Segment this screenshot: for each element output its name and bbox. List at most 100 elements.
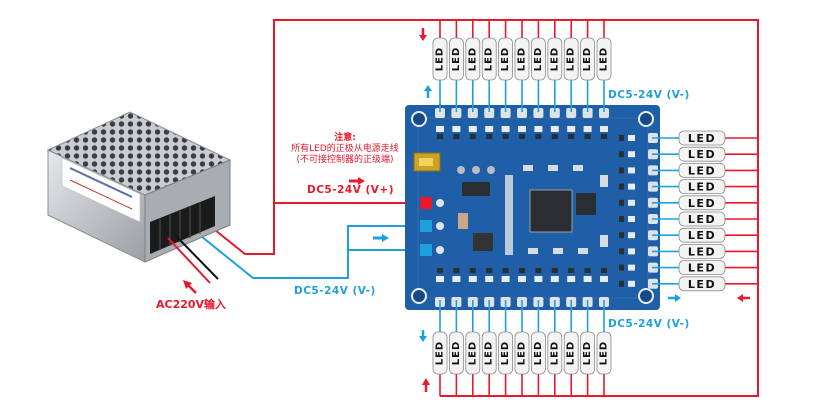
smd-led [628,264,635,271]
vplus-terminal [420,197,432,209]
transistor [568,134,575,139]
arrow-left-icon [737,294,750,302]
led-label: LED [435,47,446,72]
output-pad [500,108,511,118]
led-right-9: LED [678,260,726,276]
led-top-9: LED [563,37,579,81]
smd-led [436,276,444,282]
smd-led [550,276,559,282]
smd-led [628,199,635,206]
right-led-negative-leads [652,137,679,285]
led-top-7: LED [531,37,546,81]
led-label: LED [451,341,462,366]
led-label: LED [500,47,511,72]
mounting-hole [411,111,427,127]
smd-led [567,276,576,282]
led-label: LED [688,213,716,226]
led-right-8: LED [678,243,726,259]
led-label: LED [599,341,610,366]
led-label: LED [688,245,716,258]
led-label: LED [451,47,462,72]
transistor [619,167,624,174]
arrow-right-icon [668,294,681,302]
smd-led [501,276,510,282]
bottom-led-positive-drops [439,374,605,396]
transistor [535,134,542,139]
inductor [473,233,493,251]
led-label: LED [599,47,610,72]
power-supply [46,111,232,294]
output-pad [549,108,560,118]
controller-board [405,105,660,310]
smd-led [628,216,635,222]
vplus-label: DC5-24V (V+) [307,184,395,196]
vminus-label-top: DC5-24V (V-) [608,89,690,101]
transistor [551,268,558,273]
transistor [584,134,591,139]
led-top-6: LED [514,37,530,81]
smd-led [534,276,543,282]
led-label: LED [688,132,716,145]
mcu-chip [529,189,573,233]
smd-led [550,126,559,132]
led-label: LED [566,47,577,72]
transistor [584,268,591,273]
led-right-1: LED [678,130,726,146]
transistor [437,134,443,139]
led-right-7: LED [678,227,726,243]
led-label: LED [484,47,495,72]
led-right-6: LED [678,211,726,227]
led-top-5: LED [498,37,514,81]
led-label: LED [549,341,560,366]
led-top-1: LED [432,37,448,81]
led-bottom-2: LED [448,331,464,375]
top-led-positive-drops [439,20,605,38]
vminus-terminal-2 [420,244,432,256]
output-pad [467,108,478,118]
led-label: LED [517,341,528,366]
output-pad [484,108,495,118]
output-pad [582,108,593,118]
smd-led [628,248,635,255]
led-right-3: LED [678,162,726,178]
smd-led [583,126,592,132]
led-bottom-8: LED [547,331,563,375]
smd-led [501,126,510,132]
ac-neutral-wire [175,235,219,280]
arrow-up-icon [422,378,430,392]
mounting-hole [638,111,654,127]
transistor [619,199,624,206]
led-bottom-11: LED [596,331,612,375]
smd-led [485,276,494,282]
led-label: LED [688,181,716,194]
smd-led [485,126,494,132]
transistor [519,134,525,139]
led-bottom-6: LED [514,331,530,375]
transistor [502,268,509,273]
transistor [601,134,607,139]
led-label: LED [500,341,511,366]
transistor [469,268,476,273]
arrow-right-icon [373,234,389,242]
vminus-label-bottom: DC5-24V (V-) [608,318,690,330]
smd-led [628,280,635,287]
transistor [486,268,493,273]
regulator-chip [462,182,490,196]
led-bottom-4: LED [481,331,497,375]
transistor [551,134,558,139]
top-led-negative-leads [439,80,605,112]
eeprom-chip [576,193,596,215]
transistor [619,280,624,287]
smd-led [583,276,592,282]
smd-led [518,276,526,282]
transistor [619,135,624,141]
led-bottom-7: LED [531,331,546,375]
led-label: LED [688,164,716,177]
led-label: LED [688,229,716,242]
led-right-2: LED [678,146,726,162]
transistor [619,232,624,239]
vminus-label-left: DC5-24V (V-) [294,285,376,297]
led-label: LED [566,341,577,366]
